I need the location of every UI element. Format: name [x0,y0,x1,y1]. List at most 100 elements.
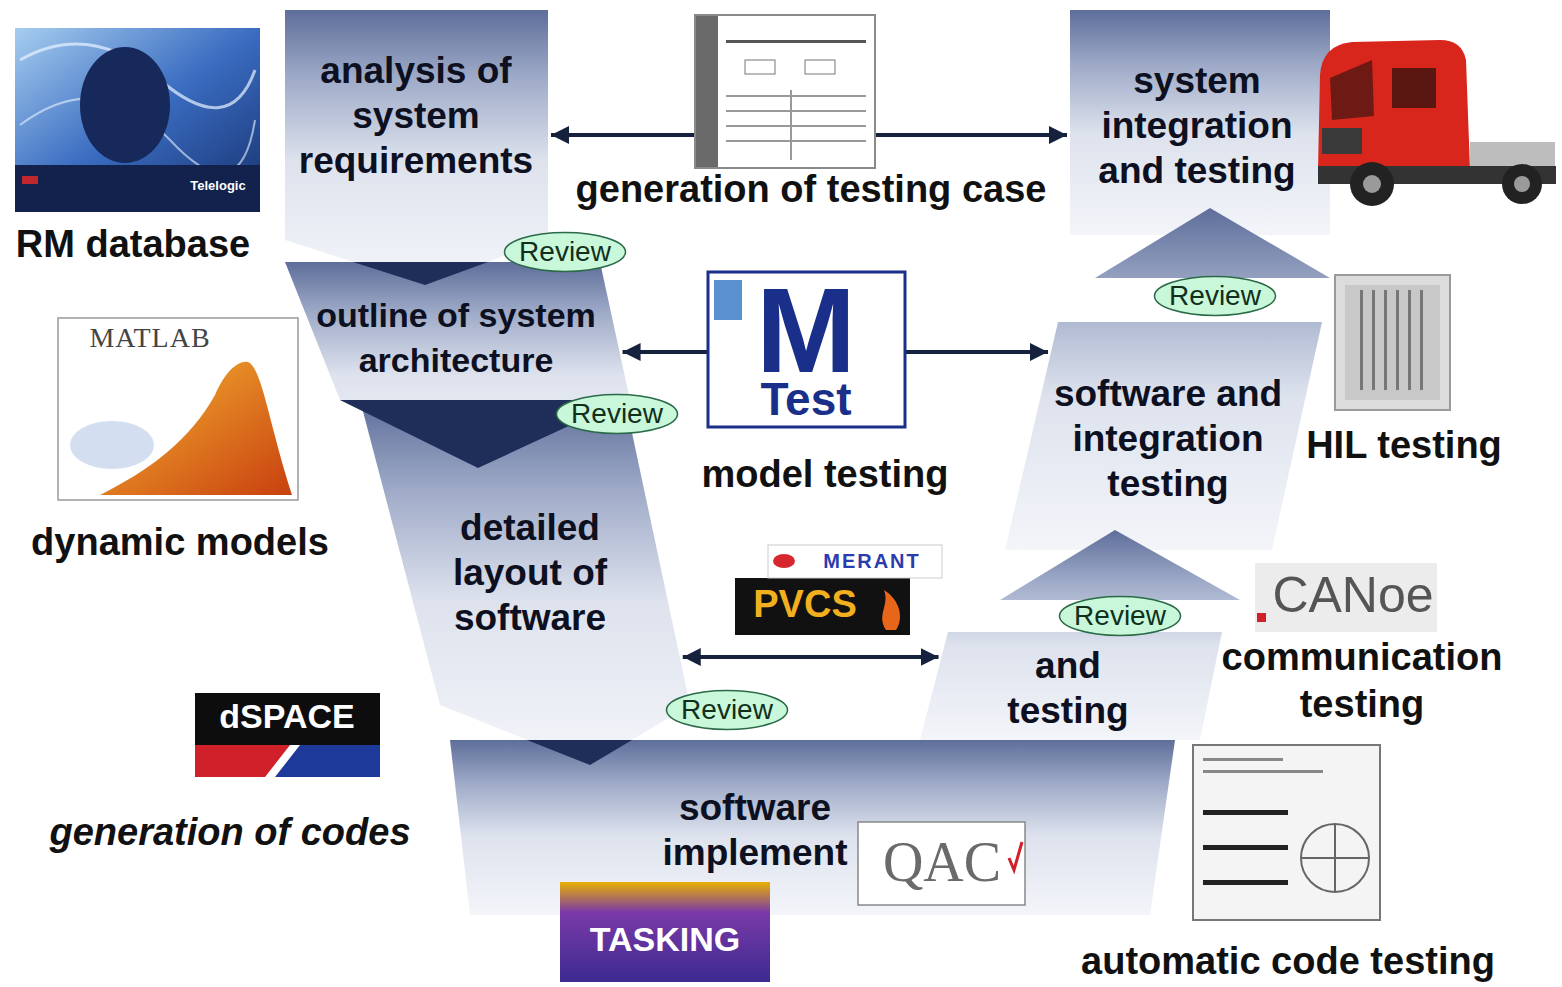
phase-label: and testing [993,643,1143,733]
dspace-logo [195,745,290,777]
hil-rack-picture [1345,285,1440,400]
phase-box: and testing [920,530,1240,740]
review-oval: Review [1153,275,1277,317]
rm-database-picture [22,176,38,184]
tasking-logo [560,882,770,982]
review-label: Review [503,231,627,273]
phase-label: analysis of system requirements [291,48,541,183]
tool-caption-slot: generation of testing case [561,168,1061,212]
phase-chevron [353,262,488,285]
pvcs-logo [735,578,910,635]
logo-text: Test [731,376,881,422]
truck-picture [1318,40,1556,206]
tool-caption-slot: automatic code testing [1068,942,1508,980]
test-case-screenshot [726,95,866,97]
phase-box: software implement [450,740,1175,915]
hil-rack-picture [1408,290,1411,390]
tool-caption-slot: HIL testing [1289,424,1519,468]
hil-rack-picture [1360,290,1363,390]
truck-picture [1470,142,1555,166]
logo-text-slot: QAC [877,832,1007,894]
test-case-screenshot [726,140,866,142]
phase-label: system integration and testing [1082,58,1312,193]
phase-chevron [527,740,632,765]
logo-text-slot: M [731,276,881,384]
phase-shape [285,10,548,285]
truck-picture [1322,128,1362,154]
phase-box: software and integration testing [1005,208,1330,550]
test-case-screenshot [805,60,835,74]
truck-picture [1514,176,1530,192]
mtest-logo [708,272,905,427]
tool-caption-slot: RM database [0,223,268,267]
mtest-logo [714,280,742,320]
phase-chevron [340,400,625,468]
tool-caption: communication testing [1216,634,1508,728]
code-test-screenshot [1193,745,1380,920]
truck-picture [1363,175,1381,193]
review-oval: Review [1058,595,1182,637]
logo-text: M [731,276,881,384]
logo-text: PVCS [740,583,870,627]
code-test-screenshot [1203,845,1288,850]
phase-box: system integration and testing [1070,10,1330,235]
code-test-screenshot [1301,824,1369,892]
phase-shape [920,530,1240,740]
tool-caption-slot: generation of codes [25,811,435,855]
phase-label: detailed layout of software [430,505,630,640]
test-case-screenshot [726,125,866,127]
tool-caption-slot: dynamic models [10,521,350,565]
logo-text-slot: Telelogic [173,179,263,194]
phase-shape [360,400,690,765]
tool-caption: generation of codes [25,811,435,855]
matlab-logo [70,421,154,469]
tool-caption: RM database [0,223,268,267]
hil-rack-picture [1335,275,1450,410]
hil-rack-picture [1396,290,1399,390]
logo-text: Telelogic [173,179,263,194]
tasking-logo [560,882,770,982]
pvcs-logo [768,545,942,578]
code-test-screenshot [1193,745,1380,920]
pvcs-logo [882,590,900,630]
tool-caption-slot: model testing [680,453,970,497]
phase-label: software and integration testing [1048,371,1288,506]
truck-picture [1392,68,1436,108]
logo-text-slot: dSPACE [197,697,377,736]
qac-logo [1009,842,1022,870]
phase-label: outline of system architecture [310,293,602,383]
dspace-logo [195,693,380,745]
tool-caption: generation of testing case [561,168,1061,212]
dspace-logo [275,745,380,777]
tool-caption: model testing [680,453,970,497]
phase-shape [1070,10,1330,235]
tool-caption: dynamic models [10,521,350,565]
review-oval: Review [503,231,627,273]
tool-caption-slot: communication testing [1216,634,1508,728]
truck-picture [1502,164,1542,204]
phase-shape [1005,208,1330,550]
review-label: Review [555,393,679,435]
review-label: Review [1058,595,1182,637]
connector-arrow [683,655,939,659]
qac-logo [858,822,1025,905]
tool-caption: HIL testing [1289,424,1519,468]
phase-shape [450,740,1175,915]
hil-rack-picture [1420,290,1423,390]
mtest-logo [708,272,905,427]
logo-text-slot: PVCS [740,583,870,627]
logo-text: MATLAB [50,322,250,354]
logo-text-slot: CANoe [1266,568,1441,623]
review-oval: Review [555,393,679,435]
pvcs-logo [773,554,795,568]
phase-box: analysis of system requirements [285,10,548,285]
test-case-screenshot [726,110,866,112]
test-case-screenshot [696,16,718,167]
canoe-logo [1257,613,1266,622]
test-case-screenshot [745,60,775,74]
rm-database-picture [80,47,170,163]
phase-box: detailed layout of software [360,400,690,765]
logo-text: TASKING [565,920,765,959]
logo-text-slot: MERANT [812,549,932,573]
code-test-screenshot [1203,770,1323,773]
